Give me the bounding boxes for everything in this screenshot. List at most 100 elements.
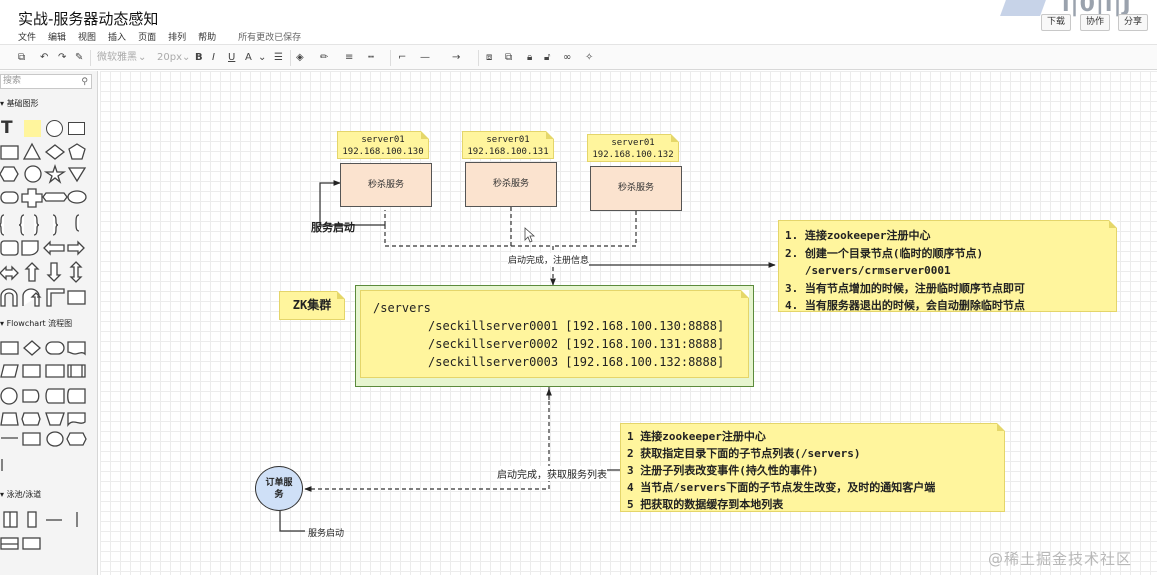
font-color-chevron-icon[interactable]: ⌄ xyxy=(258,52,267,63)
bring-front-icon[interactable]: ⧈ xyxy=(486,52,493,63)
line-style-icon[interactable]: ┅ xyxy=(368,52,375,63)
line-width-icon[interactable]: ≡ xyxy=(345,52,354,63)
format-painter-icon[interactable]: ⧉ xyxy=(18,52,26,63)
client-step: 2 获取指定目录下面的子节点列表(/servers) xyxy=(627,447,861,460)
search-placeholder: 搜索 xyxy=(3,76,22,86)
client-step: 5 把获取的数据缓存到本地列表 xyxy=(627,498,784,511)
menu-arrange[interactable]: 排列 xyxy=(168,33,187,43)
font-color-icon[interactable]: A xyxy=(245,52,252,63)
menu-edit[interactable]: 编辑 xyxy=(48,33,67,43)
zk-to-client-connector xyxy=(304,387,550,492)
font-size-select[interactable]: 20px xyxy=(157,52,182,63)
zk-cluster-note[interactable]: ZK集群 xyxy=(279,291,345,320)
title-bar: 实战-服务器动态感知 文件 编辑 视图 插入 页面 排列 帮助 所有更改已保存 … xyxy=(0,0,1157,44)
rectangle-shape-icon[interactable] xyxy=(68,122,85,135)
format-toolbar: ⧉ ↶ ↷ ✎ 微软雅黑 ⌄ 20px ⌄ B I U A ⌄ ☰ ◈ ✏ ≡ … xyxy=(0,44,1157,70)
mouse-cursor-icon xyxy=(524,227,536,243)
menu-bar: 文件 编辑 视图 插入 页面 排列 帮助 所有更改已保存 xyxy=(18,30,301,43)
section-basic-label: 基础图形 xyxy=(6,99,39,108)
server-step: 2. 创建一个目录节点(临时的顺序节点) xyxy=(785,246,984,260)
section-flowchart-label: Flowchart 流程图 xyxy=(6,319,73,328)
start-arrow-icon[interactable]: — xyxy=(420,52,430,63)
order-start-connector xyxy=(279,511,305,532)
zk-tree-note: /servers /seckillserver0001 [192.168.100… xyxy=(360,290,749,378)
lane-shapes-grid[interactable] xyxy=(0,508,98,558)
italic-icon[interactable]: I xyxy=(212,52,215,63)
save-status: 所有更改已保存 xyxy=(238,33,302,43)
shape-search-input[interactable]: 搜索 ⚲ xyxy=(0,74,92,89)
connector-type-icon[interactable]: ⌐ xyxy=(398,52,407,63)
fill-color-icon[interactable]: ◈ xyxy=(296,52,304,63)
lock-icon[interactable]: 🔒︎ xyxy=(527,52,533,63)
client-step: 1 连接zookeeper注册中心 xyxy=(627,430,766,443)
section-lanes[interactable]: ▾ 泳池/泳道 xyxy=(0,490,42,499)
zk-child-node: /seckillserver0002 [192.168.100.131:8888… xyxy=(428,337,725,351)
server-note-1[interactable]: server01 192.168.100.130 xyxy=(337,131,429,159)
document-title[interactable]: 实战-服务器动态感知 xyxy=(18,10,159,28)
order-service-circle[interactable]: 订单服务 xyxy=(255,466,303,511)
unlock-icon[interactable]: 🔓︎ xyxy=(544,52,551,63)
client-step: 3 注册子列表改变事件(持久性的事件) xyxy=(627,464,819,477)
server3-register-connector xyxy=(553,211,637,247)
share-button[interactable]: 分享 xyxy=(1118,14,1148,31)
fetch-service-list-label[interactable]: 启动完成，获取服务列表 xyxy=(497,466,607,481)
server-step: 1. 连接zookeeper注册中心 xyxy=(785,229,931,242)
underline-icon[interactable]: U xyxy=(228,52,236,63)
register-info-label[interactable]: 启动完成，注册信息 xyxy=(508,253,590,266)
download-button[interactable]: 下载 xyxy=(1041,14,1071,31)
section-basic-shapes[interactable]: ▾ 基础图形 xyxy=(0,99,39,108)
seckill-service-box-2[interactable]: 秒杀服务 xyxy=(465,162,557,207)
menu-insert[interactable]: 插入 xyxy=(108,33,127,43)
menu-view[interactable]: 视图 xyxy=(78,33,97,43)
magic-wand-icon[interactable]: ✧ xyxy=(585,52,594,63)
font-family-chevron-icon[interactable]: ⌄ xyxy=(138,52,147,63)
zk-cluster-box[interactable]: /servers /seckillserver0001 [192.168.100… xyxy=(355,285,754,387)
section-lanes-label: 泳池/泳道 xyxy=(6,490,42,499)
align-icon[interactable]: ☰ xyxy=(274,52,283,63)
client-steps-note[interactable]: 1 连接zookeeper注册中心 2 获取指定目录下面的子节点列表(/serv… xyxy=(620,423,1005,512)
server-steps-note[interactable]: 1. 连接zookeeper注册中心 2. 创建一个目录节点(临时的顺序节点) … xyxy=(778,220,1117,312)
send-back-icon[interactable]: ⧉ xyxy=(505,52,513,63)
note-shape-icon[interactable] xyxy=(24,120,41,137)
line-color-icon[interactable]: ✏ xyxy=(320,52,329,63)
server-ip-1: 192.168.100.130 xyxy=(342,147,424,157)
circle-shape-icon[interactable] xyxy=(46,120,63,137)
shape-sidebar: 搜索 ⚲ ▾ 基础图形 T ▾ Flowchart 流程图 ▾ 泳池/泳道 xyxy=(0,71,98,575)
seckill-service-box-1[interactable]: 秒杀服务 xyxy=(340,163,432,207)
server-name-2: server01 xyxy=(486,135,530,145)
watermark: @稀土掘金技术社区 xyxy=(988,550,1133,568)
basic-shapes-grid[interactable] xyxy=(0,141,98,311)
server-note-3[interactable]: server01 192.168.100.132 xyxy=(587,134,679,162)
client-step: 4 当节点/servers下面的子节点发生改变，及时的通知客户端 xyxy=(627,481,936,494)
seckill-service-box-3[interactable]: 秒杀服务 xyxy=(590,166,682,211)
bold-icon[interactable]: B xyxy=(195,52,203,63)
server-ip-3: 192.168.100.132 xyxy=(592,150,674,160)
search-icon[interactable]: ⚲ xyxy=(81,77,88,87)
server-step: 3. 当有节点增加的时候，注册临时顺序节点即可 xyxy=(785,281,1025,295)
text-shape-icon[interactable]: T xyxy=(1,118,13,138)
server-note-2[interactable]: server01 192.168.100.131 xyxy=(462,131,554,159)
menu-help[interactable]: 帮助 xyxy=(198,33,217,43)
font-family-select[interactable]: 微软雅黑 xyxy=(97,52,137,63)
server-name-3: server01 xyxy=(611,138,655,148)
server1-register-connector xyxy=(384,225,556,286)
redo-icon[interactable]: ↷ xyxy=(58,52,67,63)
clear-format-icon[interactable]: ✎ xyxy=(75,52,84,63)
section-flowchart[interactable]: ▾ Flowchart 流程图 xyxy=(0,319,73,328)
collaborate-button[interactable]: 协作 xyxy=(1080,14,1110,31)
menu-file[interactable]: 文件 xyxy=(18,33,37,43)
font-size-chevron-icon[interactable]: ⌄ xyxy=(182,52,191,63)
zk-child-node: /seckillserver0003 [192.168.100.132:8888… xyxy=(428,355,725,369)
server-step: 4. 当有服务器退出的时候，会自动删除临时节点 xyxy=(785,299,1025,312)
order-start-label[interactable]: 服务启动 xyxy=(308,529,345,539)
undo-icon[interactable]: ↶ xyxy=(40,52,49,63)
menu-page[interactable]: 页面 xyxy=(138,33,157,43)
flowchart-shapes-grid[interactable] xyxy=(0,337,98,477)
link-icon[interactable]: ∞ xyxy=(563,52,572,63)
zk-cluster-label: ZK集群 xyxy=(292,298,332,312)
end-arrow-icon[interactable]: → xyxy=(452,52,461,63)
server-name-1: server01 xyxy=(361,135,405,145)
server-ip-2: 192.168.100.131 xyxy=(467,147,549,157)
service-start-label[interactable]: 服务启动 xyxy=(311,221,355,234)
